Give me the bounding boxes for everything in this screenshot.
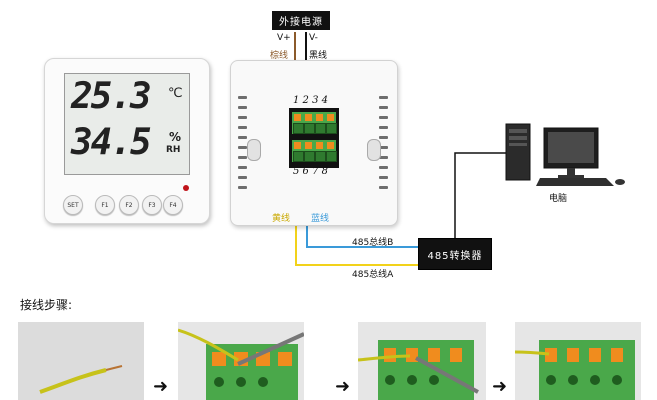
vent-slot (238, 126, 247, 129)
vent-slot (238, 166, 247, 169)
step-photo-stripped-wire (18, 322, 144, 400)
bus-b-label: 485总线B (352, 238, 394, 248)
rs485-converter-box: 485转换器 (418, 238, 492, 270)
lcd-screen: 25.3 ℃ 34.5 % RH (64, 73, 190, 175)
terminal-clip (327, 142, 334, 149)
vent-slot (379, 96, 388, 99)
terminal-hole (304, 151, 315, 162)
vent-slot (238, 136, 247, 139)
external-power-box: 外接电源 (272, 11, 330, 30)
set-key[interactable]: SET (63, 195, 83, 215)
terminal-clip (294, 142, 301, 149)
left-keyhole-mount (247, 139, 261, 161)
humidity-rh-label: RH (166, 145, 181, 155)
press-terminal-image (178, 328, 304, 400)
temperature-humidity-sensor: 25.3 ℃ 34.5 % RH SET F1 F2 F3 F4 (44, 58, 210, 224)
vent-slot (238, 96, 247, 99)
vent-slot (238, 146, 247, 149)
step-arrow-icon: ➜ (153, 376, 169, 397)
v-minus-label: V- (309, 33, 318, 43)
stripped-wire-image (39, 365, 123, 394)
status-led (183, 185, 189, 191)
temperature-unit: ℃ (168, 86, 183, 101)
converter-pc-cable (454, 152, 506, 238)
vent-slot (238, 116, 247, 119)
vent-slot (379, 156, 388, 159)
vent-slot (238, 186, 247, 189)
terminal-clip (316, 142, 323, 149)
vent-slot (379, 186, 388, 189)
step-photo-press-terminal (178, 322, 304, 400)
step-arrow-icon: ➜ (335, 376, 351, 397)
terminal-bottom-row (292, 140, 337, 162)
terminal-bottom-pin-numbers: 5 6 7 8 (293, 166, 328, 177)
black-wire-label: 黑线 (309, 51, 328, 61)
brown-wire-label: 棕线 (270, 51, 289, 61)
terminal-clip (305, 114, 312, 121)
terminal-clip (294, 114, 301, 121)
computer-label: 电脑 (549, 194, 568, 204)
terminal-hole (293, 151, 304, 162)
terminal-hole (293, 123, 304, 134)
vent-slot (379, 166, 388, 169)
terminal-hole (315, 151, 326, 162)
wiring-steps-title: 接线步骤: (20, 298, 73, 312)
vent-slot (379, 146, 388, 149)
step-photo-insert-wire (358, 322, 486, 400)
f1-key[interactable]: F1 (95, 195, 115, 215)
insert-wire-image (358, 340, 479, 400)
terminal-top-pin-numbers: 1 2 3 4 (293, 95, 328, 106)
f4-key[interactable]: F4 (163, 195, 183, 215)
vent-slot (379, 116, 388, 119)
vent-slot (238, 156, 247, 159)
terminal-hole (315, 123, 326, 134)
f3-key[interactable]: F3 (142, 195, 162, 215)
terminal-hole (326, 123, 337, 134)
vent-slot (379, 106, 388, 109)
v-plus-label: V+ (277, 33, 291, 43)
vent-slot (379, 176, 388, 179)
terminal-top-row (292, 112, 337, 134)
f2-key[interactable]: F2 (119, 195, 139, 215)
bus-a-label: 485总线A (352, 270, 394, 280)
vent-slot (238, 106, 247, 109)
right-keyhole-mount (367, 139, 381, 161)
humidity-readout: 34.5 (71, 122, 152, 163)
wall-back-plate (230, 60, 398, 226)
humidity-unit: % (169, 130, 182, 144)
vent-slot (379, 126, 388, 129)
terminal-clip (305, 142, 312, 149)
pc-tower-icon (505, 123, 531, 181)
yellow-wire-label: 黄线 (272, 214, 291, 224)
terminal-clip (327, 114, 334, 121)
terminal-block (289, 108, 339, 168)
terminal-hole (326, 151, 337, 162)
step-arrow-icon: ➜ (492, 376, 508, 397)
wire-secured-image (515, 340, 635, 400)
vent-slot (238, 176, 247, 179)
mouse-icon (615, 179, 625, 185)
terminal-clip (316, 114, 323, 121)
keyboard-icon (536, 178, 614, 186)
vent-slot (379, 136, 388, 139)
step-photo-wire-secured (515, 322, 641, 400)
blue-wire-label: 蓝线 (311, 214, 330, 224)
computer-illustration (505, 123, 625, 186)
temperature-readout: 25.3 (71, 76, 152, 117)
terminal-hole (304, 123, 315, 134)
